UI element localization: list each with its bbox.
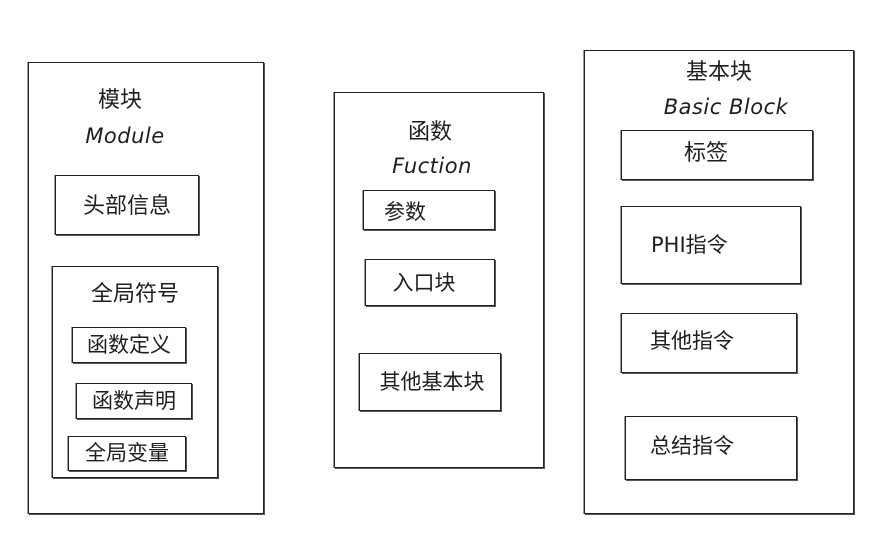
entry-block-label: 入口块: [392, 271, 456, 295]
function-panel: [334, 92, 544, 468]
basic-block-panel: [584, 50, 854, 514]
global-symbols-box: [52, 266, 218, 478]
function-title-en: Fuction: [392, 154, 472, 178]
function-declaration-label: 函数声明: [92, 389, 176, 413]
other-instructions-label: 其他指令: [650, 329, 734, 353]
header-info-label: 头部信息: [82, 194, 171, 219]
function-title-cn: 函数: [407, 120, 452, 145]
phi-instruction-box: [621, 206, 801, 284]
basic-block-title-cn: 基本块: [685, 60, 752, 85]
global-variable-label: 全局变量: [85, 441, 169, 465]
other-basic-blocks-box: [359, 353, 501, 411]
global-variable-box: [68, 436, 186, 471]
module-panel: [28, 62, 264, 514]
function-declaration-box: [76, 383, 192, 419]
basic-block-title-en: Basic Block: [663, 95, 789, 119]
global-symbols-title: 全局符号: [90, 282, 179, 307]
parameters-label: 参数: [384, 200, 426, 224]
label-box: [621, 130, 813, 180]
terminator-instruction-label: 总结指令: [650, 434, 734, 458]
parameters-box: [363, 190, 495, 230]
terminator-instruction-box: [625, 416, 797, 480]
entry-block-box: [365, 259, 495, 306]
function-definition-box: [72, 327, 186, 363]
other-basic-blocks-label: 其他基本块: [379, 370, 485, 394]
header-info-box: [55, 175, 199, 235]
other-instructions-box: [621, 313, 797, 373]
phi-instruction-label: PHI指令: [651, 233, 728, 257]
label-label: 标签: [683, 141, 728, 166]
module-title-en: Module: [85, 124, 165, 148]
module-title-cn: 模块: [97, 88, 142, 113]
function-definition-label: 函数定义: [87, 333, 171, 357]
